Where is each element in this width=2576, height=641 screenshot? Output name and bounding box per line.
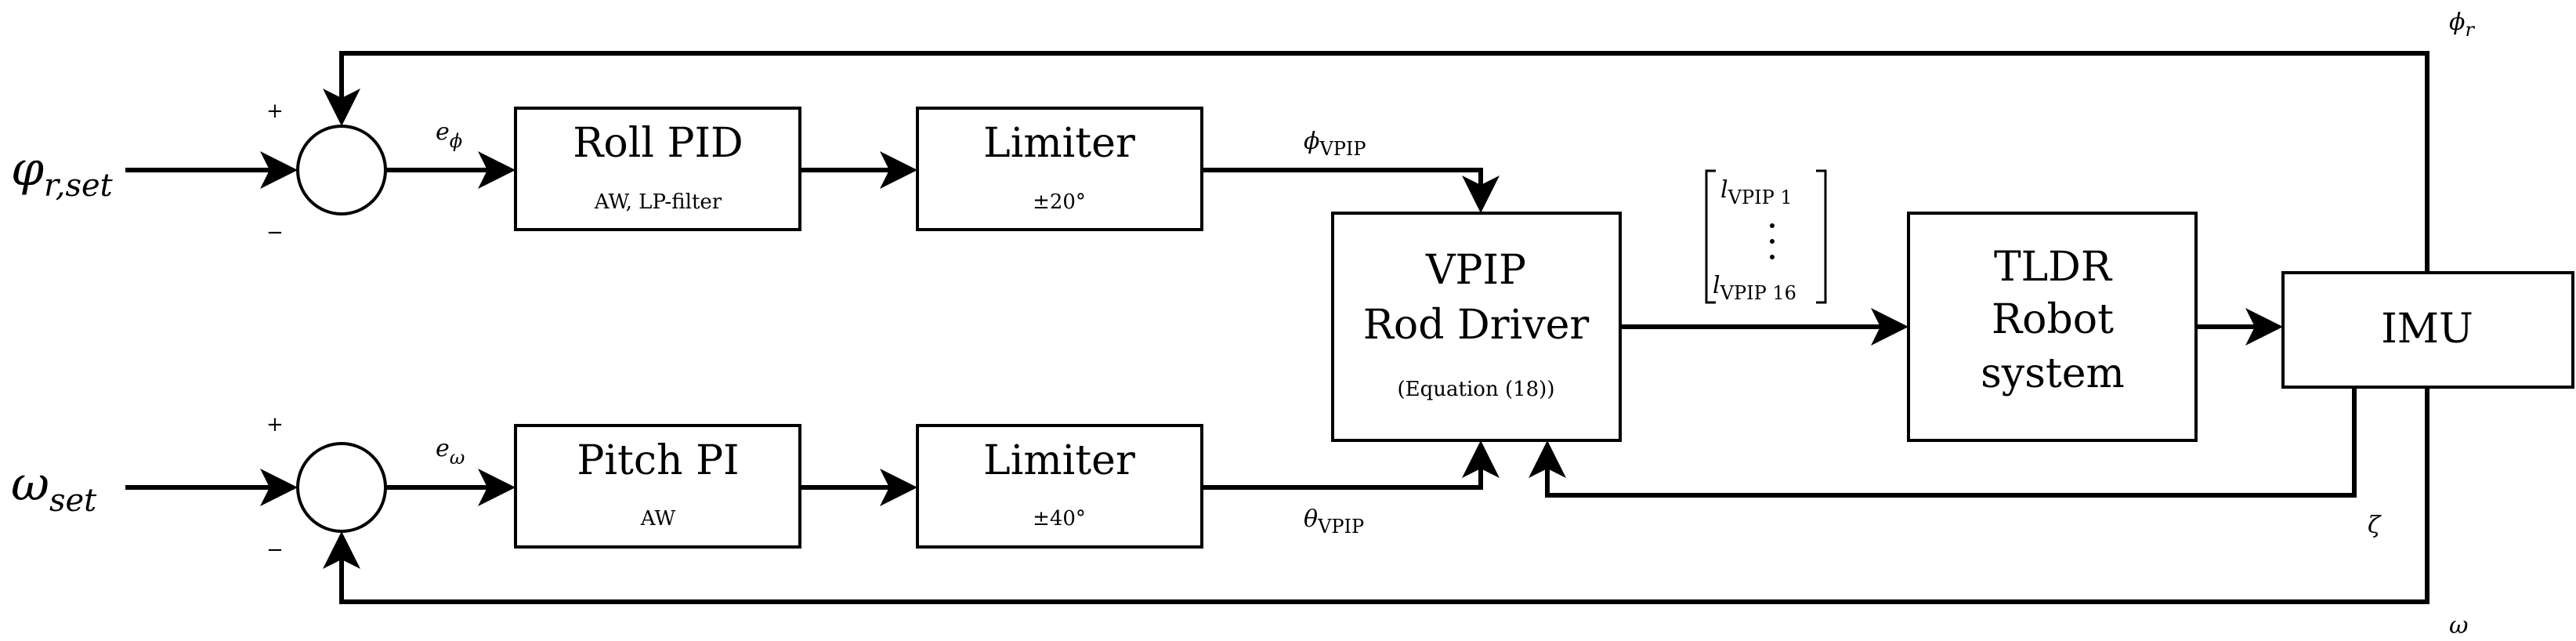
tldr-robot-block — [1907, 212, 2198, 442]
zeta-feedback-arrow — [1529, 387, 2357, 498]
vpip-title-line2: Rod Driver — [1363, 302, 1590, 349]
roll-setpoint-label: φr,set — [11, 142, 114, 204]
e-omega-label: eω — [436, 435, 465, 469]
roll-pid-title: Roll PID — [573, 120, 743, 167]
vector-right-bracket — [1816, 169, 1827, 304]
vector-first-entry: lVPIP 1 — [1720, 176, 1793, 208]
vpip-note: (Equation (18)) — [1398, 378, 1555, 401]
pitch-sum-junction — [296, 442, 387, 533]
pitch-sum-plus: + — [266, 413, 284, 436]
vector-dot — [1770, 255, 1775, 259]
vector-last-entry: lVPIP 16 — [1713, 272, 1796, 304]
zeta-label: ζ — [2368, 512, 2382, 539]
roll-limiter-block — [916, 107, 1203, 231]
pitch-limiter-note: ±40° — [1033, 507, 1086, 531]
theta-vpip-arrow — [1202, 440, 1500, 490]
pitch-pi-note: AW — [640, 507, 676, 531]
roll-limiter-note: ±20° — [1033, 190, 1086, 214]
e-phi-label: eϕ — [436, 118, 462, 152]
pitch-limiter-title: Limiter — [983, 437, 1135, 484]
roll-sum-junction — [296, 125, 387, 215]
imu-title: IMU — [2381, 306, 2473, 353]
vector-dot — [1770, 239, 1775, 244]
vector-left-bracket — [1705, 169, 1716, 304]
vector-dot — [1770, 223, 1775, 228]
omega-feedback-arrow — [323, 387, 2429, 604]
pitch-limiter-block — [916, 424, 1203, 549]
tldr-line1: TLDR — [1994, 244, 2113, 291]
roll-limiter-title: Limiter — [983, 120, 1135, 167]
theta-vpip-label: θVPIP — [1304, 505, 1364, 538]
tldr-line2: Robot — [1992, 296, 2114, 343]
tldr-line3: system — [1981, 350, 2125, 397]
roll-pid-note: AW, LP-filter — [594, 190, 722, 214]
imu-block — [2281, 271, 2574, 389]
phi-r-label: ϕr — [2449, 9, 2475, 41]
roll-sum-plus: + — [266, 100, 284, 123]
phi-vpip-arrow — [1202, 168, 1500, 213]
phi-r-feedback-arrow — [323, 51, 2429, 273]
pitch-pi-block — [514, 424, 801, 549]
pitch-sum-minus: − — [266, 538, 284, 562]
pitch-setpoint-label: ωset — [11, 457, 97, 519]
roll-pid-block — [514, 107, 801, 231]
phi-vpip-label: ϕVPIP — [1304, 128, 1366, 160]
roll-sum-minus: − — [266, 221, 284, 244]
vpip-title-line1: VPIP — [1425, 247, 1526, 294]
omega-label: ω — [2449, 612, 2468, 639]
pitch-pi-title: Pitch PI — [577, 437, 739, 484]
